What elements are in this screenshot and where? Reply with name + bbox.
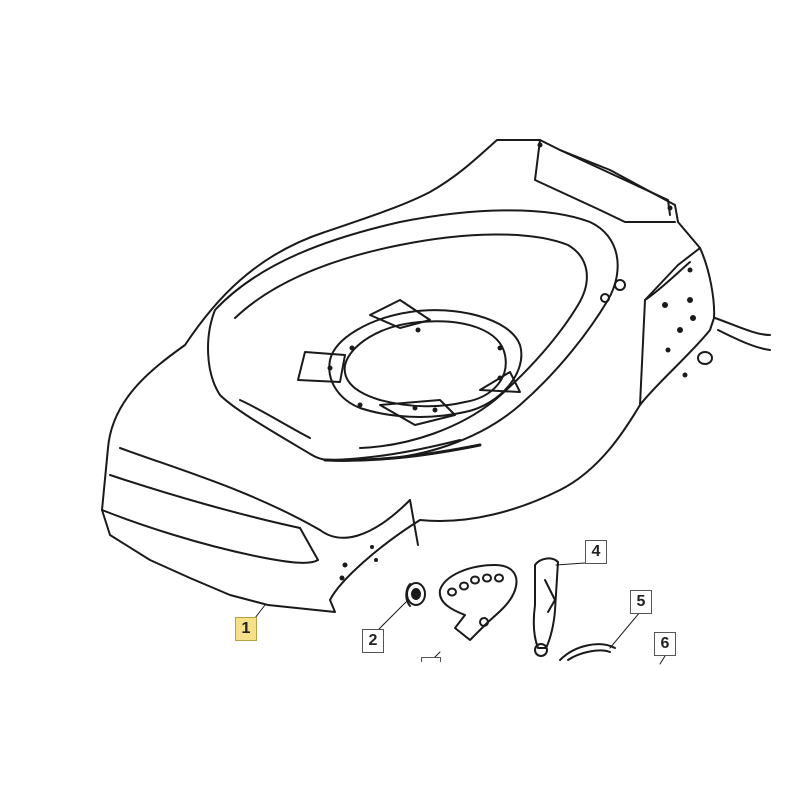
callout-1[interactable]: 1 xyxy=(235,617,257,641)
bushing xyxy=(405,582,426,607)
adjust-lever xyxy=(532,557,559,657)
callout-5[interactable]: 5 xyxy=(630,590,652,614)
callout-6[interactable]: 6 xyxy=(654,632,676,656)
spring xyxy=(559,643,616,661)
deck-hole-large xyxy=(614,279,626,291)
leader-lines xyxy=(254,562,666,665)
callout-4[interactable]: 4 xyxy=(585,540,607,564)
height-adjust-plate xyxy=(438,564,518,641)
deck-holes xyxy=(327,142,696,581)
mower-deck-shell xyxy=(101,139,716,613)
handle-tube xyxy=(714,317,771,336)
callout-2[interactable]: 2 xyxy=(362,629,384,653)
callout-partial-box xyxy=(421,657,441,662)
